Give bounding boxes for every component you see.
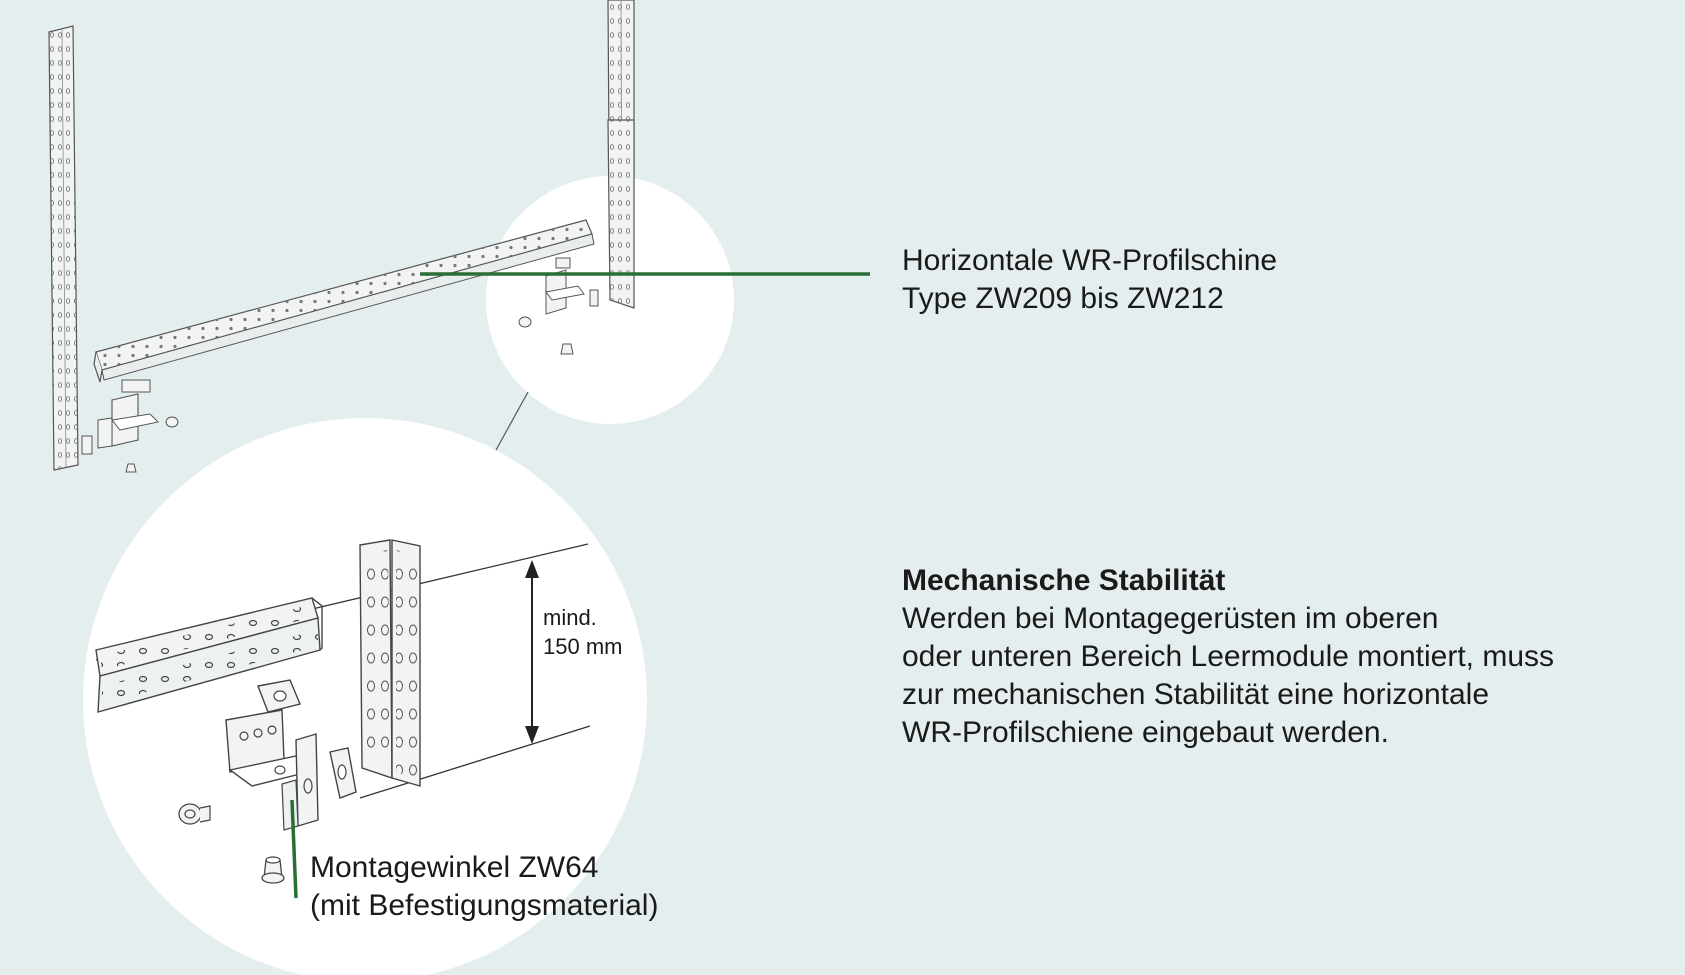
right-upright-detail [607, 119, 635, 309]
bracket-callout: Montagewinkel ZW64 (mit Befestigungsmate… [310, 849, 658, 925]
stability-note: Mechanische Stabilität Werden bei Montag… [902, 562, 1554, 752]
dimension-label-line2: 150 mm [543, 634, 623, 659]
detail-bracket [225, 709, 319, 831]
stability-line: WR-Profilschiene eingebaut werden. [902, 716, 1389, 749]
detail-screws [178, 803, 285, 884]
detail-nut [257, 679, 301, 713]
dimension-label-line1: mind. [543, 605, 597, 630]
stability-line: oder unteren Bereich Leermodule montiert… [902, 640, 1555, 673]
horizontal-rail [93, 219, 595, 383]
dimension-label: mind. 150 mm [543, 603, 622, 661]
dimension-arrow [525, 560, 539, 744]
left-upright [48, 25, 79, 471]
rail-callout-line2: Type ZW209 bis ZW212 [902, 282, 1224, 315]
detail-rail [95, 597, 323, 713]
bracket-callout-line1: Montagewinkel ZW64 [310, 851, 599, 884]
bracket-leader-line [290, 799, 298, 899]
rail-callout: Horizontale WR-Profilschine Type ZW209 b… [902, 242, 1277, 318]
zoom-connector-line [495, 391, 529, 451]
rail-callout-line1: Horizontale WR-Profilschine [902, 244, 1278, 277]
detail-upright [359, 539, 421, 787]
detail-slot-nut [329, 747, 357, 799]
overview-bracket [81, 379, 179, 473]
bracket-callout-line2: (mit Befestigungsmaterial) [310, 889, 659, 922]
stability-line: Werden bei Montagegerüsten im oberen [902, 602, 1439, 635]
stability-heading: Mechanische Stabilität [902, 564, 1226, 597]
stability-line: zur mechanischen Stabilität eine horizon… [902, 678, 1490, 711]
small-circle-bracket [518, 257, 599, 355]
